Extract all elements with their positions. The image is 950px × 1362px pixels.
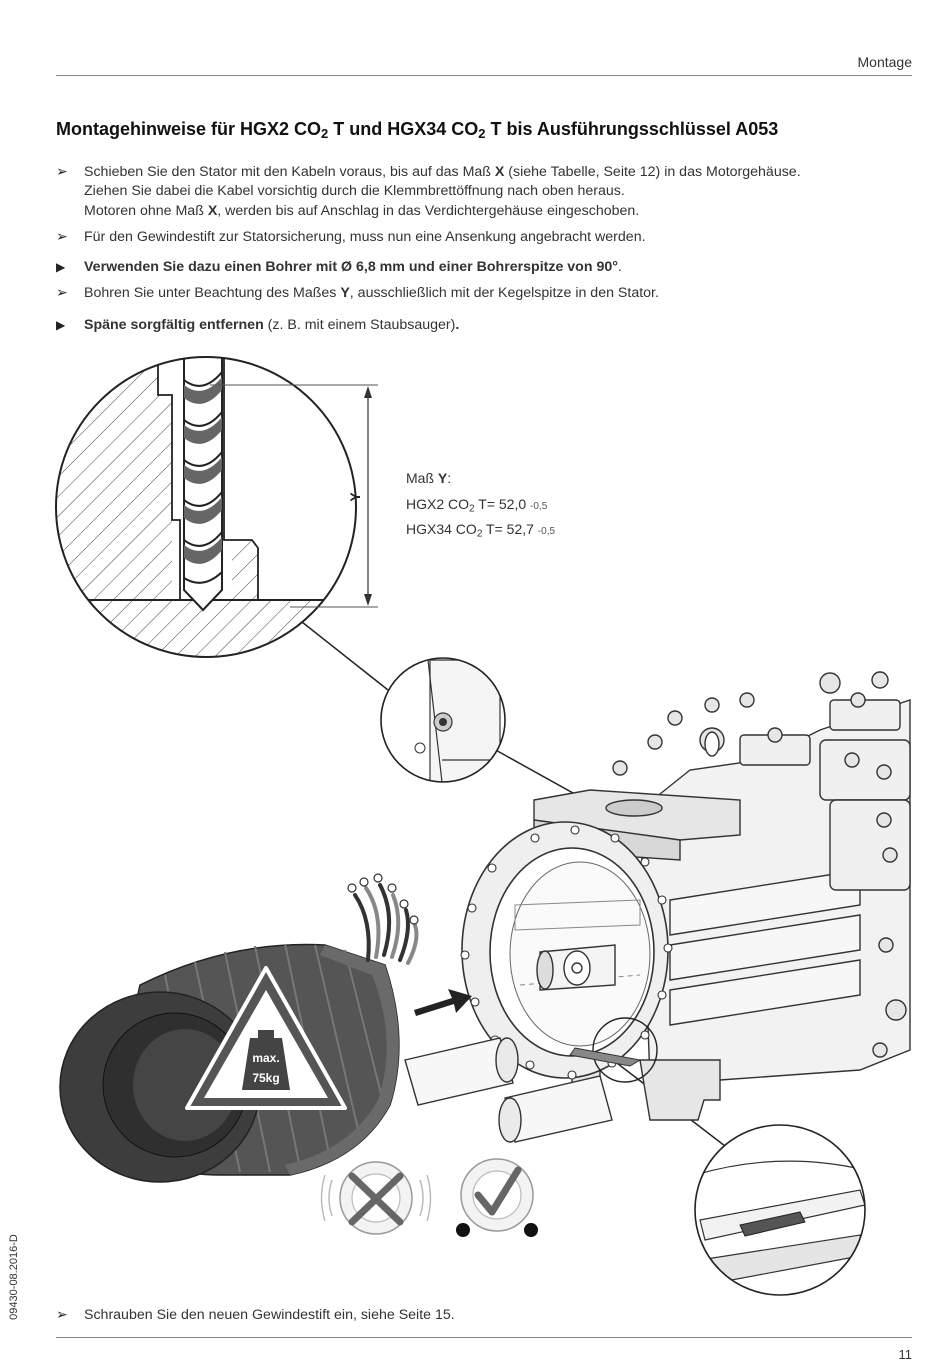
mass-y-label: Maß Y: [406,470,452,486]
detail-circle-screw-outline [380,657,506,783]
compressor-housing [533,671,911,1121]
step-1-line-2: Ziehen Sie dabei die Kabel vorsichtig du… [84,183,625,199]
step-1-line-3: Motoren ohne Maß X, werden bis auf Ansch… [84,203,640,219]
guide-rods [404,1037,613,1143]
section-header: Montage [857,54,912,70]
wire-terminal-rings [347,873,419,925]
detail-circle-clamp-outline [694,1124,866,1296]
arrowhead-bullet-icon: ➢ [56,284,68,300]
page-number: 11 [898,1347,913,1362]
step-3: Verwenden Sie dazu einen Bohrer mit Ø 6,… [84,259,622,275]
warning-weight-label-1: max. [252,1051,279,1065]
warning-weight-label-2: 75kg [252,1071,279,1085]
mass-y-row-hgx2: HGX2 CO2 T= 52,0 -0,5 [406,496,548,515]
step-2: Für den Gewindestift zur Statorsicherung… [84,229,646,245]
stator-wires [353,883,419,965]
step-6: Schrauben Sie den neuen Gewindestift ein… [84,1307,455,1323]
arrowhead-bullet-icon: ➢ [56,228,68,244]
detail-circle-outline [55,356,357,658]
drill-detail-circle [56,357,356,657]
step-5: Späne sorgfältig entfernen (z. B. mit ei… [84,317,460,333]
triangle-bullet-icon: ▶ [56,318,66,332]
detail-circle-clamp [695,1125,865,1295]
dimension-y-label: Y [347,492,363,502]
arrowhead-bullet-icon: ➢ [56,163,68,179]
header-rule [56,75,912,76]
document-id: 09430-08.2016-D [8,1234,20,1320]
footer-rule [56,1337,912,1338]
arrowhead-bullet-icon: ➢ [56,1306,68,1322]
dimension-arrow-bottom-icon [364,594,372,606]
step-4: Bohren Sie unter Beachtung des Maßes Y, … [84,285,659,301]
insertion-arrow-icon [414,989,472,1016]
motor-stator [59,943,400,1183]
dimension-arrow-top-icon [364,386,372,398]
clamp-insert [569,1047,642,1067]
detail-marker-circle [592,1017,658,1083]
weight-warning-sign: max. 75kg [185,966,347,1110]
page-title: Montagehinweise für HGX2 CO2 T und HGX34… [56,119,779,142]
detail-circle-screw [381,658,505,782]
step-1-line-1: Schieben Sie den Stator mit den Kabeln v… [84,164,801,180]
triangle-bullet-icon: ▶ [56,260,66,274]
correct-method-icon [456,1158,538,1237]
wrong-method-icon [320,1161,432,1235]
compressor-shaft [536,944,616,991]
mass-y-row-hgx34: HGX34 CO2 T= 52,7 -0,5 [406,521,556,540]
leader-line-1 [301,621,389,691]
